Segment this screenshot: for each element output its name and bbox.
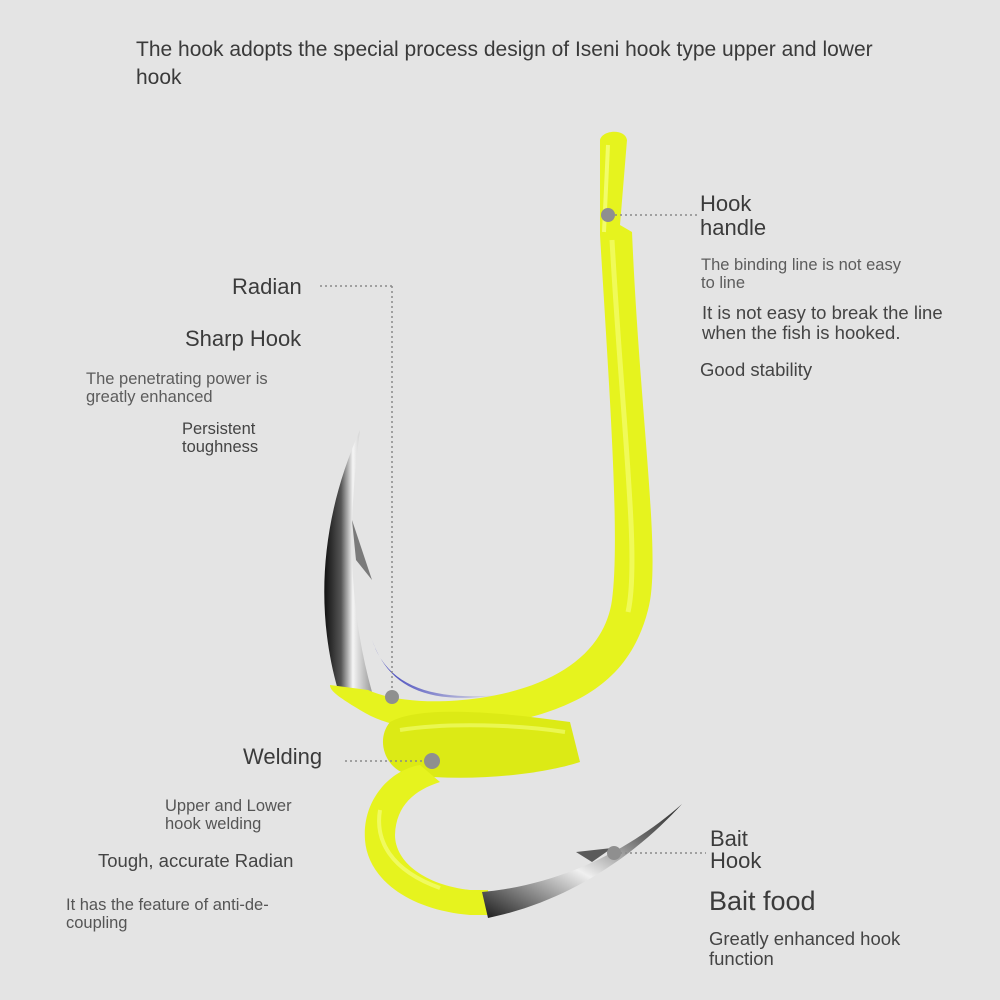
radian-marker (385, 690, 399, 704)
bait-hook-label: Bait Hook (710, 826, 762, 873)
bait-hook-marker (607, 846, 621, 860)
hook-handle-label: Hook handle (700, 191, 767, 240)
welding-note-1: Upper and Lower hook welding (165, 797, 292, 833)
main-shank (330, 131, 653, 731)
radian-note-2: Persistent toughness (182, 420, 259, 456)
welding-marker (424, 753, 440, 769)
hook-handle-marker (601, 208, 615, 222)
radian-label: Radian (232, 274, 302, 299)
sharp-hook-label: Sharp Hook (185, 326, 302, 351)
radian-note-1: The penetrating power is greatly enhance… (86, 370, 268, 406)
bait-food-label: Bait food (709, 886, 816, 916)
welding-note-2: Tough, accurate Radian (98, 850, 294, 871)
bait-hook-note-1: Greatly enhanced hook function (709, 928, 901, 969)
bait-hook-point (482, 804, 682, 918)
hook-handle-note-1: The binding line is not easy to line (701, 256, 901, 292)
lower-bend (364, 765, 490, 915)
hook-handle-note-3: Good stability (700, 359, 813, 380)
hook-handle-note-2: It is not easy to break the line when th… (702, 302, 943, 343)
upper-hook-point (324, 430, 500, 698)
page-title: The hook adopts the special process desi… (136, 38, 873, 89)
leader-lines (320, 214, 706, 854)
marker-dots (385, 208, 621, 860)
welding-note-3: It has the feature of anti-de-coupling (66, 896, 269, 932)
welding-label: Welding (243, 744, 323, 769)
